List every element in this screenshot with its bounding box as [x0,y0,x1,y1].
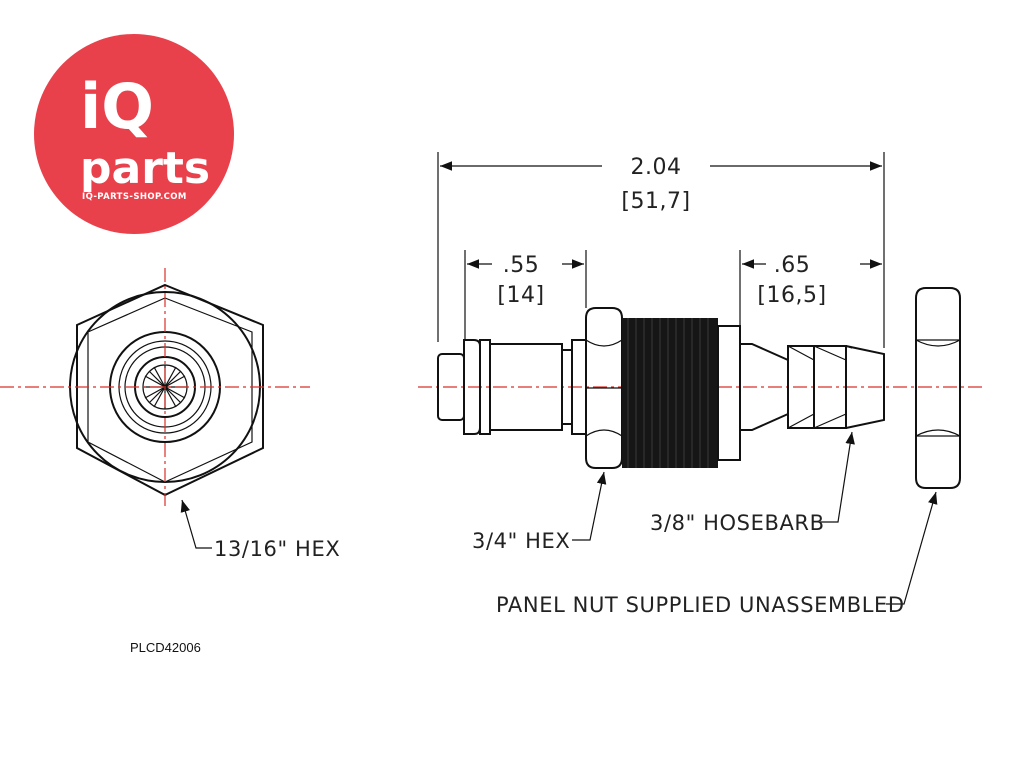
barb-edges-top [787,345,853,361]
logo-url: IQ-PARTS-SHOP.COM [82,192,187,202]
callout-body-hex: 3/4" HEX [472,529,570,553]
logo-circle [34,34,234,234]
leader-panel-nut [886,491,938,605]
barb-tip [845,345,885,429]
leader-hosebarb [820,431,855,523]
thread-lines [627,318,709,468]
dim-55-mm: [14] [497,283,544,308]
dim-overall-in: 2.04 [631,155,682,180]
barb-ring-1 [787,345,815,429]
thread-section [622,318,718,468]
thread-collar [717,325,741,461]
side-view: 2.04 [51,7] .55 [14] .65 [16,5] 3/4" HEX… [418,152,985,617]
part-code: PLCD42006 [130,640,201,655]
logo-line1: iQ [80,70,154,143]
barb-ring-2 [814,345,847,429]
iq-parts-logo: iQ parts IQ-PARTS-SHOP.COM [34,34,234,234]
barb-edges-bottom [787,413,847,429]
logo-line2: parts [80,143,210,194]
body-hex-curves [585,339,623,437]
panel-nut-outline [915,287,961,489]
dim-65-mm: [16,5] [757,283,826,308]
callout-front-hex: 13/16" HEX [214,537,340,561]
callout-panel-nut: PANEL NUT SUPPLIED UNASSEMBLED [496,593,905,617]
dim-55-in: .55 [503,253,540,278]
front-view: 13/16" HEX [0,268,340,561]
leader-front-hex [180,499,212,549]
leader-body-hex [572,471,607,541]
callout-hosebarb: 3/8" HOSEBARB [650,511,825,535]
dim-65-in: .65 [774,253,811,278]
panel-nut [915,287,961,489]
dim-overall-mm: [51,7] [621,189,690,214]
